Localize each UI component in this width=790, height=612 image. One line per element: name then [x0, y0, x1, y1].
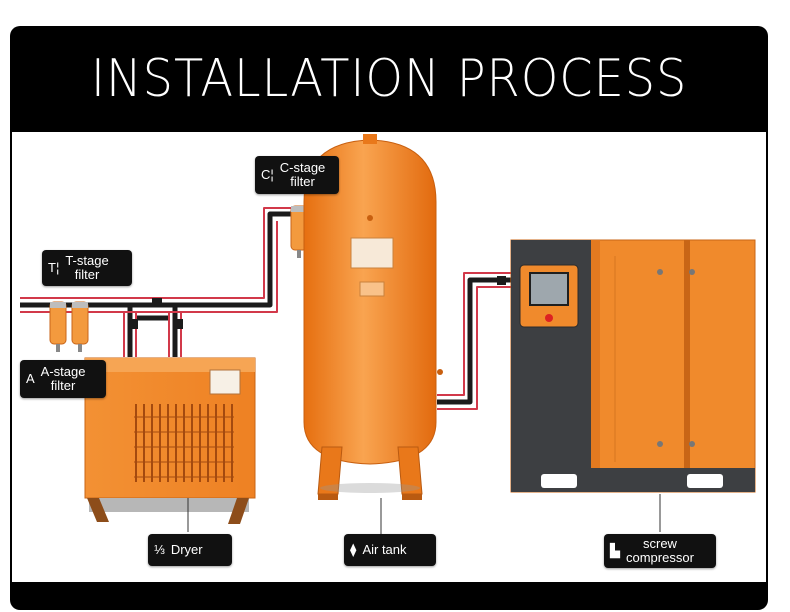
screw-compressor-label: ▙ screw compressor: [604, 534, 716, 568]
installation-diagram: C¦ C-stage filter T¦ T-stage filter A A-…: [12, 132, 766, 582]
c-stage-filter-label: C¦ C-stage filter: [255, 156, 339, 194]
page-title: INSTALLATION PROCESS: [90, 49, 688, 109]
dryer-unit: [84, 357, 256, 524]
leader-lines: [187, 494, 661, 534]
screw-compressor-icon: ▙: [610, 543, 620, 558]
screw-compressor-unit: [510, 239, 756, 493]
air-tank-text: Air tank: [362, 542, 407, 557]
air-tank-label: ⧫ Air tank: [344, 534, 436, 566]
title-bar: INSTALLATION PROCESS: [10, 26, 768, 132]
screw-compressor-text: screw compressor: [626, 536, 694, 565]
dryer-text: Dryer: [170, 542, 203, 557]
a-stage-filter-text: A-stage filter: [40, 364, 86, 393]
t-stage-filter-unit: [49, 301, 67, 352]
a-stage-filter-unit: [71, 301, 89, 352]
air-tank-icon: ⧫: [350, 542, 357, 557]
a-stage-filter-label: A A-stage filter: [20, 360, 106, 398]
dryer-icon: ⅓: [154, 542, 165, 557]
t-stage-filter-text: T-stage filter: [65, 253, 109, 282]
c-stage-icon: C¦: [261, 167, 274, 182]
equipment-illustration: [20, 134, 756, 534]
t-stage-icon: T¦: [48, 260, 60, 275]
dryer-label: ⅓ Dryer: [148, 534, 232, 566]
t-stage-filter-label: T¦ T-stage filter: [42, 250, 132, 286]
a-stage-icon: A: [26, 371, 35, 386]
c-stage-filter-text: C-stage filter: [279, 160, 326, 189]
air-tank-unit: [303, 134, 443, 500]
